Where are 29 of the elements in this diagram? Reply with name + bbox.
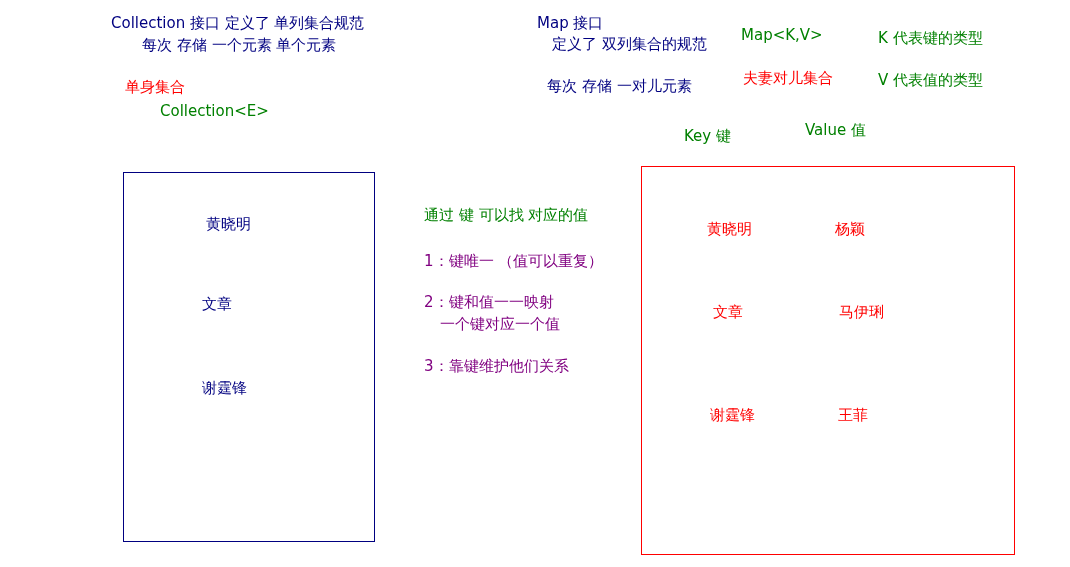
set-box: [641, 166, 1015, 555]
note-text: 1：键唯一 （值可以重复）: [424, 252, 604, 270]
note-text: Map<K,V>: [741, 26, 823, 44]
name-text: 杨颖: [835, 220, 865, 238]
note-text: 一个键对应一个值: [440, 315, 560, 333]
name-text: 谢霆锋: [710, 406, 755, 424]
note-text: 2：键和值一一映射: [424, 293, 554, 311]
note-text: Collection 接口 定义了 单列集合规范: [111, 14, 365, 32]
set-box: [123, 172, 375, 542]
name-text: 马伊琍: [839, 303, 884, 321]
name-text: 黄晓明: [206, 215, 251, 233]
note-text: K 代表键的类型: [878, 29, 983, 47]
note-text: Key 键: [684, 127, 731, 145]
name-text: 文章: [202, 295, 232, 313]
name-text: 王菲: [838, 406, 868, 424]
note-text: Map 接口: [537, 14, 604, 32]
note-text: 3：靠键维护他们关系: [424, 357, 569, 375]
name-text: 黄晓明: [707, 220, 752, 238]
note-text: 通过 键 可以找 对应的值: [424, 206, 589, 224]
name-text: 谢霆锋: [202, 379, 247, 397]
note-text: 夫妻对儿集合: [743, 69, 833, 87]
note-text: Value 值: [805, 121, 866, 139]
note-text: 单身集合: [125, 78, 185, 96]
note-text: 定义了 双列集合的规范: [552, 35, 707, 53]
name-text: 文章: [713, 303, 743, 321]
note-text: 每次 存储 一个元素 单个元素: [142, 36, 337, 54]
note-text: V 代表值的类型: [878, 71, 984, 89]
note-text: 每次 存储 一对儿元素: [547, 77, 692, 95]
note-text: Collection<E>: [160, 102, 269, 120]
